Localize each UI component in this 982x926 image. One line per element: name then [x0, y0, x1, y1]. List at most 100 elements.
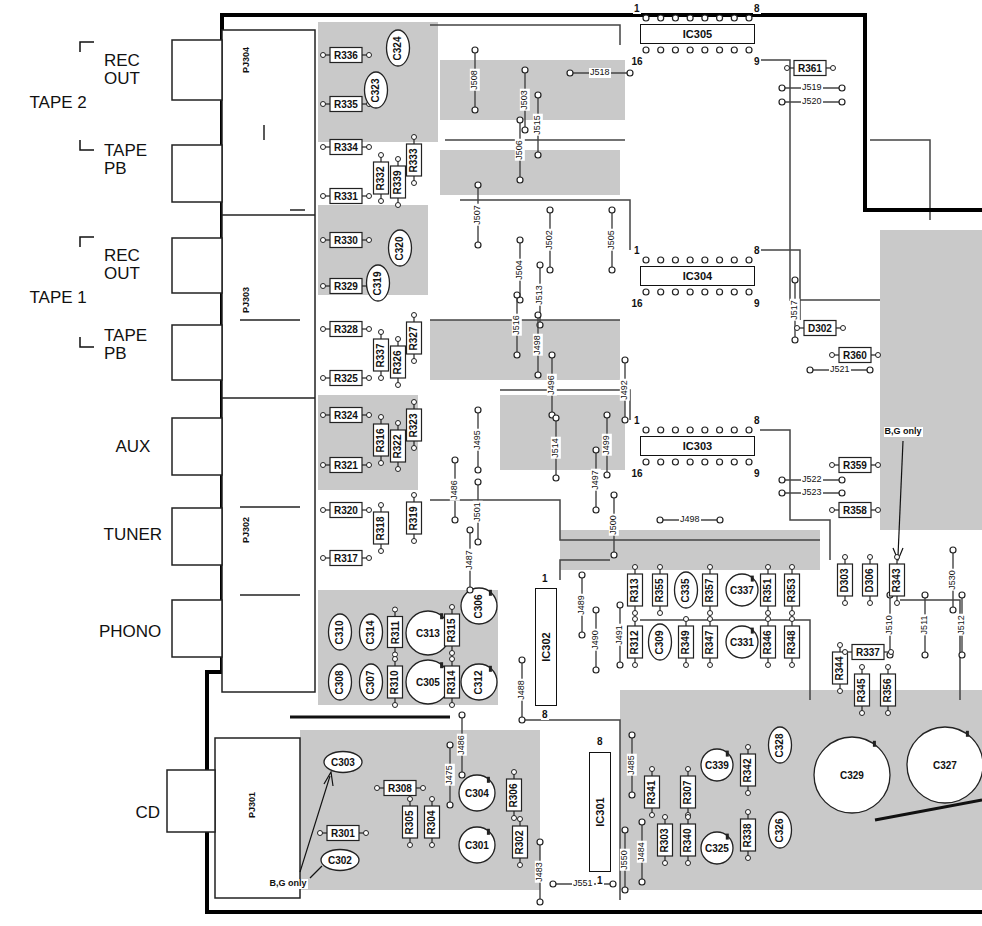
pin-number: 1 — [633, 415, 641, 426]
solder-pad — [604, 472, 610, 478]
part-number: D303 — [839, 567, 850, 593]
solder-pad — [379, 503, 384, 508]
solder-pad — [367, 508, 372, 513]
ic-pin — [731, 459, 737, 465]
capacitor-symbol — [365, 72, 388, 108]
solder-pad — [843, 555, 848, 560]
capacitor-number: C337 — [729, 585, 755, 596]
part-number: R330 — [333, 235, 359, 246]
solder-pad — [412, 446, 417, 451]
ic-pin — [658, 459, 664, 465]
polarity-mark — [726, 751, 729, 757]
ic-pin — [658, 15, 664, 21]
part-number: R339 — [392, 169, 403, 195]
connector-label: REC OUT — [104, 247, 156, 284]
solder-pad — [708, 617, 713, 622]
solder-pad — [475, 539, 481, 545]
part-note: B,G only — [884, 427, 923, 437]
solder-pad — [831, 66, 836, 71]
capacitor-symbol — [360, 664, 383, 700]
jack-housing — [167, 30, 315, 898]
pin-number: 8 — [753, 415, 761, 426]
part-note: PJ302 — [242, 516, 252, 544]
jumper-number: J489 — [577, 594, 587, 616]
solder-pad — [686, 767, 691, 772]
part-number: R332 — [375, 165, 386, 191]
part-number: R345 — [856, 677, 867, 703]
solder-pad — [593, 447, 599, 453]
solder-pad — [535, 312, 541, 318]
solder-pad — [447, 802, 453, 808]
jumper-number: J499 — [602, 434, 612, 456]
part-number: R320 — [333, 505, 359, 516]
pin-number: 9 — [753, 298, 761, 309]
part-number: D302 — [807, 323, 833, 334]
capacitor-symbol — [726, 626, 758, 658]
solder-pad — [838, 689, 843, 694]
solder-pad — [517, 177, 523, 183]
part-number: R337 — [855, 647, 881, 658]
solder-pad — [708, 663, 713, 668]
solder-pad — [886, 665, 891, 670]
solder-pad — [657, 517, 663, 523]
solder-pad — [686, 861, 691, 866]
solder-pad — [792, 277, 798, 283]
capacitor-number: C309 — [654, 629, 665, 655]
solder-pad — [393, 607, 398, 612]
solder-pad — [876, 463, 881, 468]
ic-pin — [731, 257, 737, 263]
resistor-symbol — [785, 626, 800, 658]
resistor-symbol — [741, 754, 756, 786]
resistor-symbol — [881, 674, 896, 706]
ic-pin — [702, 289, 708, 295]
solder-pad — [450, 605, 455, 610]
solder-pad — [472, 107, 478, 113]
pin-number: 16 — [631, 468, 644, 479]
jumper-number: J516 — [512, 314, 522, 336]
solder-pad — [450, 657, 455, 662]
ic-pin — [643, 459, 649, 465]
solder-pad — [633, 565, 638, 570]
pin-number: 9 — [753, 56, 761, 67]
ic-pin — [643, 15, 649, 21]
solder-pad — [650, 813, 655, 818]
solder-pad — [959, 652, 965, 658]
connector-label: TAPE PB — [104, 327, 156, 364]
part-number: R358 — [842, 505, 868, 516]
resistor-symbol — [388, 666, 403, 698]
capacitor-number: C331 — [729, 637, 755, 648]
solder-pad — [430, 797, 435, 802]
jumper-number: J492 — [620, 379, 630, 401]
solder-pad — [779, 490, 785, 496]
board-outline — [207, 15, 982, 912]
solder-pad — [475, 407, 481, 413]
resistor-symbol — [513, 826, 528, 858]
polarity-mark — [440, 662, 443, 668]
ic-pin — [702, 459, 708, 465]
resistor-symbol — [407, 409, 422, 441]
resistor-symbol — [890, 564, 905, 596]
solder-pad — [447, 742, 453, 748]
pin-number: 9 — [753, 468, 761, 479]
jumper-number: J515 — [533, 114, 543, 136]
solder-pad — [593, 667, 599, 673]
solder-pad — [622, 887, 628, 893]
ic-package: IC305 — [640, 24, 755, 44]
jumper-number: J520 — [801, 97, 823, 107]
capacitor-number: C323 — [370, 77, 381, 103]
solder-pad — [579, 632, 585, 638]
ic-pin — [746, 289, 752, 295]
solder-pad — [633, 617, 638, 622]
solder-pad — [807, 367, 813, 373]
resistor-symbol — [403, 806, 418, 838]
solder-pad — [684, 663, 689, 668]
part-number: R329 — [333, 281, 359, 292]
capacitor-number: C302 — [327, 855, 353, 866]
solder-pad — [593, 607, 599, 613]
part-number: R360 — [842, 350, 868, 361]
solder-pad — [708, 611, 713, 616]
resistor-symbol — [445, 666, 460, 698]
solder-pad — [522, 67, 528, 73]
solder-pad — [475, 479, 481, 485]
solder-pad — [367, 376, 372, 381]
